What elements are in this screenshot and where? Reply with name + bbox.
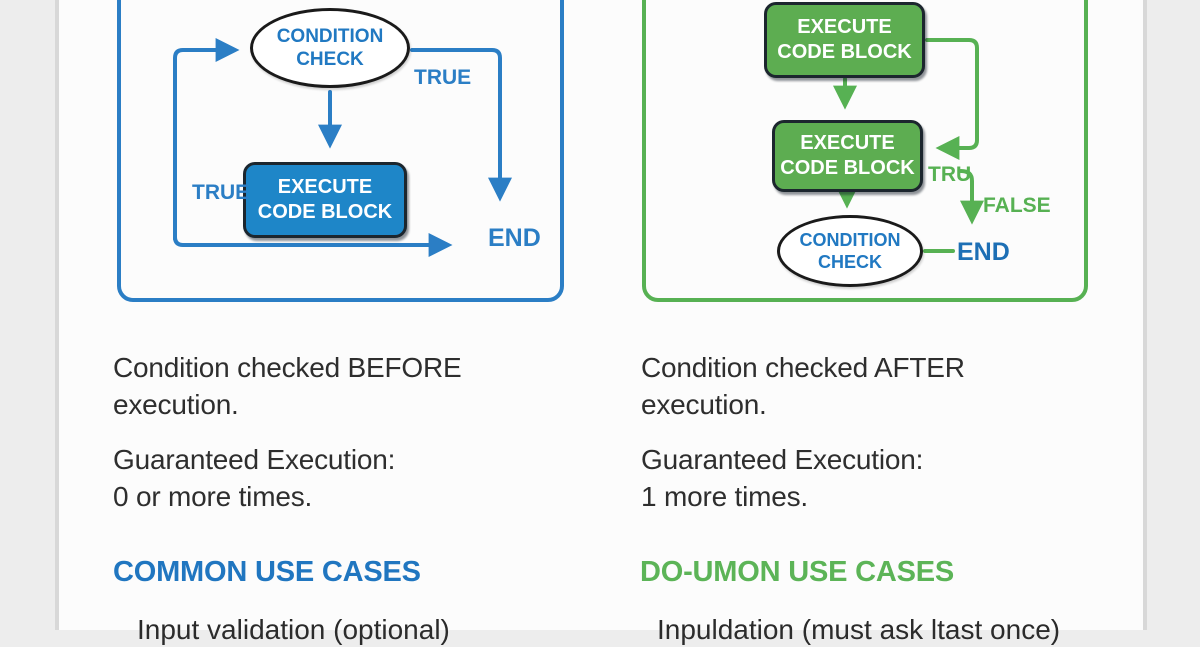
- condition-check-label: CONDITION CHECK: [276, 26, 384, 70]
- common-use-cases-heading: COMMON USE CASES: [113, 556, 421, 588]
- left-description-before: Condition checked BEFORE execution.: [113, 352, 462, 420]
- condition-check-ellipse-left: CONDITION CHECK: [250, 8, 410, 88]
- left-use-case-item: Input validation (optional): [137, 614, 450, 645]
- right-guaranteed-execution: Guaranteed Execution: 1 more times.: [641, 444, 924, 512]
- execute-code-block-box-left: EXECUTE CODE BLOCK: [243, 162, 407, 238]
- condition-check-label: CONDITION CHECK: [799, 230, 901, 272]
- content-card: [55, 0, 1147, 630]
- execute-code-block-box-mid: EXECUTE CODE BLOCK: [772, 120, 923, 192]
- execute-code-block-label: EXECUTE CODE BLOCK: [780, 132, 915, 179]
- right-description-after: Condition checked AFTER execution.: [641, 352, 965, 420]
- label-true-right: TRUE: [414, 66, 472, 89]
- label-false: FALSE: [983, 194, 1051, 217]
- label-end-right: END: [957, 238, 1010, 266]
- execute-code-block-label: EXECUTE CODE BLOCK: [257, 176, 393, 223]
- label-end-left: END: [488, 224, 541, 252]
- label-true-left: TRUE: [192, 181, 250, 204]
- right-use-case-item: Inpuldation (must ask ltast once): [657, 614, 1061, 645]
- execute-code-block-box-top: EXECUTE CODE BLOCK: [764, 2, 925, 78]
- execute-code-block-label: EXECUTE CODE BLOCK: [777, 16, 912, 63]
- condition-check-ellipse-right: CONDITION CHECK: [777, 215, 923, 287]
- do-while-use-cases-heading: DO-UMON USE CASES: [640, 556, 955, 588]
- do-while-loop-flowchart-panel: [642, 0, 1088, 302]
- while-loop-flowchart-panel: [117, 0, 564, 302]
- label-tru: TRU: [928, 163, 972, 186]
- left-guaranteed-execution: Guaranteed Execution: 0 or more times.: [113, 444, 396, 512]
